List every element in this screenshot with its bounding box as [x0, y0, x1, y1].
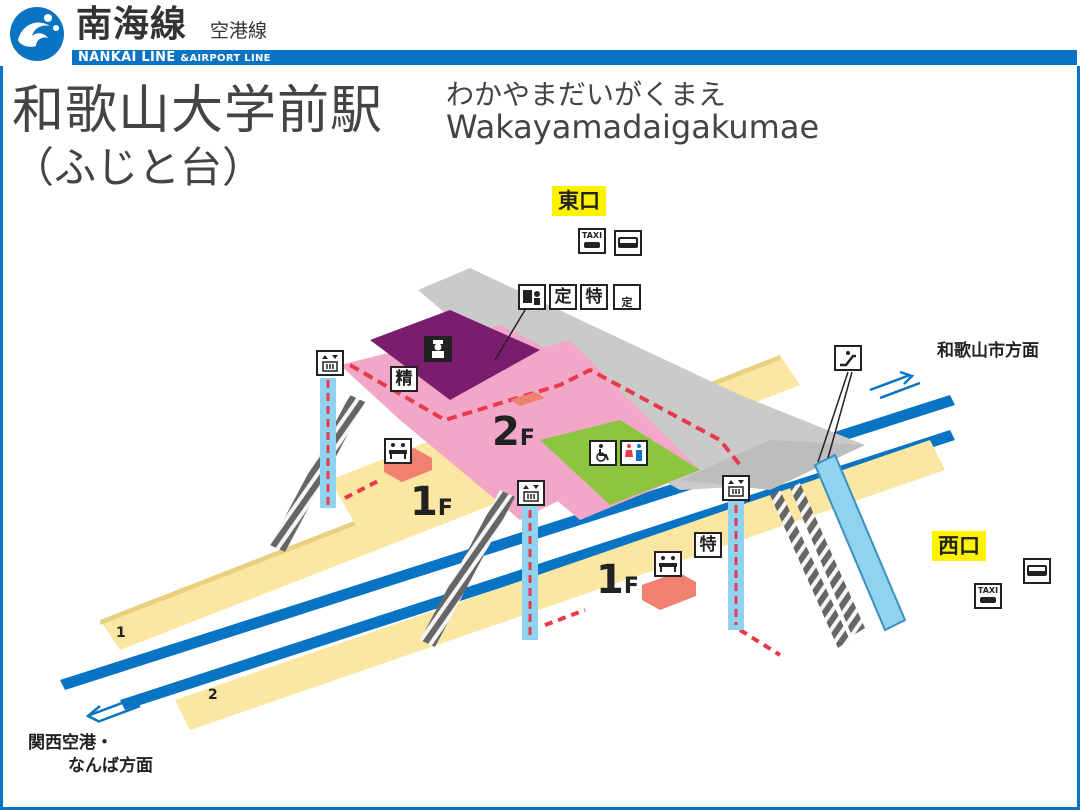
elevator-middle — [522, 505, 538, 640]
taxi-icon-west: TAXI — [974, 583, 1002, 609]
bench-shape-left — [389, 443, 407, 459]
limited-express-ticket-icon: 特 — [580, 284, 608, 310]
waiting-room-icon-left — [384, 438, 412, 464]
concourse — [418, 268, 865, 490]
staff-area-purple — [370, 310, 540, 400]
direction-kansai-line2: なんば方面 — [68, 756, 153, 776]
station-name-kana: わかやまだいがくまえ — [446, 78, 727, 111]
ticket-machine-shape — [523, 290, 540, 305]
floor-number-1-left: 1 — [410, 479, 438, 525]
wheelchair-shape — [596, 444, 609, 462]
station-name-sub: （ふじと台） — [12, 143, 265, 192]
station-name-jp: 和歌山大学前駅 — [12, 81, 384, 141]
header: 南海線 空港線 NANKAI LINE &AIRPORT LINE — [0, 0, 1080, 66]
restroom-shape — [625, 444, 642, 461]
floor-suffix-1-right: F — [623, 574, 639, 599]
bus-shape-west — [1027, 565, 1047, 576]
arrow-wakayama-1-head — [899, 370, 915, 385]
ticket-machine-icon — [518, 284, 546, 310]
direction-wakayama: 和歌山市方面 — [937, 341, 1039, 361]
commuter-pass-icon: 定 — [549, 284, 577, 310]
elevator-shape-left — [322, 355, 338, 372]
staff-shape — [432, 340, 444, 358]
line-en-small: &AIRPORT LINE — [180, 53, 271, 64]
taxi-icon-east: TAXI — [578, 228, 606, 254]
direction-kansai-line1: 関西空港・ — [28, 733, 113, 753]
route-west-exit — [738, 628, 782, 657]
floor-label-2f: 2F — [492, 412, 535, 452]
pass-machine-icon: 定 — [613, 284, 641, 310]
escalator — [813, 453, 907, 632]
arrow-wakayama-1 — [869, 373, 911, 392]
elevator-shape-right — [728, 480, 744, 497]
arrow-wakayama-2 — [879, 381, 921, 400]
accessible-toilet-icon — [589, 440, 617, 466]
fare-adjustment-icon: 精 — [390, 366, 418, 392]
line-sub: 空港線 — [210, 20, 268, 42]
platform-2 — [175, 440, 945, 730]
bus-icon-west — [1023, 558, 1051, 584]
escalator-callout-line-2 — [827, 371, 853, 459]
elevator-icon-left — [316, 350, 344, 376]
elevator-icon-right — [722, 475, 750, 501]
bench-shape-right — [659, 556, 677, 572]
escalator-callout-line — [817, 371, 849, 463]
escalator-icon — [834, 345, 862, 371]
line-en-main: NANKAI LINE — [78, 50, 176, 65]
floor-label-1f-right: 1F — [596, 560, 639, 600]
car-icon-west — [980, 597, 996, 603]
waiting-room-icon-right — [654, 551, 682, 577]
elevator-left — [320, 378, 336, 508]
elevator-icon-middle — [517, 480, 545, 506]
track-number-2: 2 — [208, 687, 218, 703]
station-staff-icon — [424, 336, 452, 362]
car-icon-east — [584, 242, 600, 248]
route-2f-loop — [348, 363, 742, 467]
arrow-kansai-1-head — [85, 705, 101, 724]
floor-suffix-1-left: F — [437, 496, 453, 521]
stairs-right-a — [770, 490, 850, 648]
route-1f-right — [544, 608, 586, 627]
arrow-kansai-1 — [89, 698, 131, 717]
line-name: 南海線 — [76, 4, 188, 45]
west-exit-label: 西口 — [932, 531, 986, 561]
taxi-label-west: TAXI — [977, 586, 999, 595]
route-1f-left — [344, 478, 381, 500]
floor-label-1f-left: 1F — [410, 482, 453, 522]
restroom-icon — [620, 440, 648, 466]
east-exit-label: 東口 — [552, 186, 606, 216]
station-name-en: Wakayamadaigakumae — [446, 108, 820, 146]
floor-number-2: 2 — [492, 409, 520, 455]
line-name-en: NANKAI LINE &AIRPORT LINE — [78, 49, 271, 67]
stairs-middle — [420, 490, 515, 647]
bus-icon-east — [614, 230, 642, 256]
floor-number-1-right: 1 — [596, 557, 624, 603]
ticket-callout-line — [494, 309, 526, 361]
nankai-logo-icon — [10, 7, 64, 61]
escalator-shape — [840, 351, 856, 367]
stairs-right-b — [790, 483, 865, 636]
taxi-label-east: TAXI — [581, 231, 603, 240]
waiting-room-right — [642, 572, 696, 610]
arrow-kansai-2 — [99, 704, 141, 723]
pass-machine-label: 定 — [621, 296, 633, 309]
track-number-1: 1 — [116, 625, 126, 641]
bus-shape-east — [618, 237, 638, 248]
limited-express-platform-icon: 特 — [694, 532, 722, 558]
floor-suffix-2: F — [519, 426, 535, 451]
ticket-gate-bars — [510, 392, 545, 406]
elevator-shape-middle — [523, 485, 539, 502]
stairs-left — [270, 395, 365, 552]
header-band — [72, 50, 1077, 65]
